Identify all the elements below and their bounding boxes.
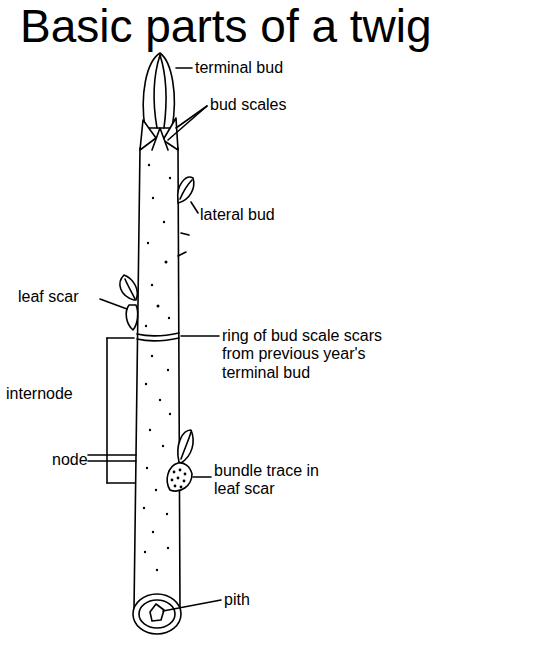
part-label: leaf scar: [18, 288, 78, 306]
part-label: pith: [224, 591, 250, 609]
diagram-title: Basic parts of a twig: [20, 3, 432, 49]
part-label: bud scales: [210, 96, 287, 114]
part-label: ring of bud scale scars from previous ye…: [222, 327, 392, 382]
part-label: internode: [6, 385, 73, 403]
part-label: terminal bud: [195, 59, 283, 77]
part-label: node: [52, 451, 88, 469]
part-label: lateral bud: [200, 206, 275, 224]
part-label: bundle trace in leaf scar: [214, 462, 344, 499]
